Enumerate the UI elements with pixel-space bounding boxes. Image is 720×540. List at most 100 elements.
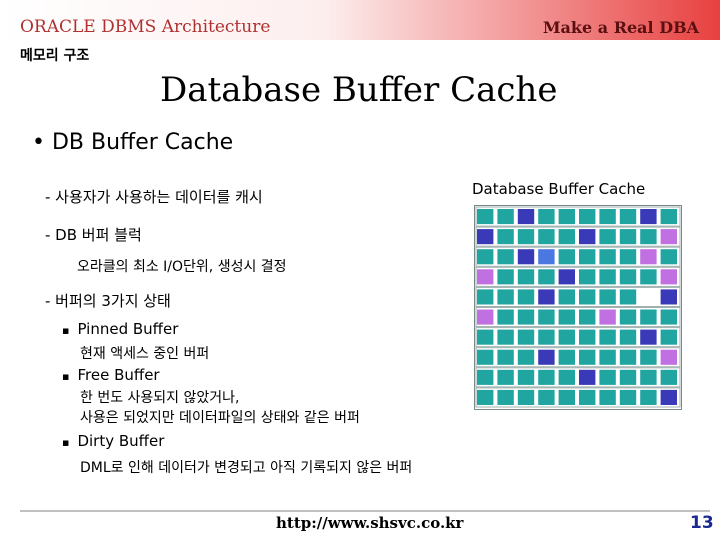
buffer-block-free bbox=[538, 209, 555, 225]
buffer-block-free bbox=[640, 269, 657, 285]
buffer-block-free bbox=[640, 229, 657, 245]
buffer-block-free bbox=[558, 229, 575, 245]
buffer-block-free bbox=[477, 289, 494, 305]
buffer-block-free bbox=[497, 369, 514, 385]
pinned-buffer-desc: 현재 액세스 중인 버퍼 bbox=[80, 346, 210, 362]
buffer-block-free bbox=[558, 249, 575, 265]
buffer-block-dirty bbox=[477, 229, 494, 245]
buffer-block-free bbox=[619, 389, 637, 405]
buffer-block-free bbox=[477, 329, 494, 345]
item-block-desc: 오라클의 최소 I/O단위, 생성시 결정 bbox=[77, 259, 287, 275]
buffer-block-dirty bbox=[558, 269, 575, 285]
buffer-block-free bbox=[619, 229, 637, 245]
dirty-buffer-desc: DML로 인해 데이터가 변경되고 아직 기록되지 않은 버퍼 bbox=[80, 460, 413, 476]
buffer-row-frame bbox=[475, 367, 681, 388]
buffer-block-free bbox=[579, 289, 596, 305]
header-left-title: ORACLE DBMS Architecture bbox=[20, 17, 271, 37]
buffer-row-frame bbox=[475, 226, 681, 247]
buffer-block-free bbox=[599, 349, 616, 365]
buffer-block-dirty bbox=[579, 369, 596, 385]
buffer-row-frame bbox=[475, 206, 681, 227]
main-bullet: • DB Buffer Cache bbox=[32, 130, 234, 155]
buffer-block-free bbox=[619, 209, 637, 225]
footer-url[interactable]: http://www.shsvc.co.kr bbox=[276, 514, 464, 532]
buffer-block-free bbox=[640, 389, 657, 405]
buffer-block-free bbox=[599, 369, 616, 385]
free-buffer-item: ▪Free Buffer bbox=[62, 366, 160, 384]
buffer-block-pinned bbox=[477, 269, 494, 285]
buffer-block-free bbox=[558, 389, 575, 405]
buffer-block-free bbox=[558, 329, 575, 345]
buffer-block-free bbox=[538, 369, 555, 385]
buffer-block-free bbox=[619, 309, 637, 325]
buffer-block-free bbox=[477, 349, 494, 365]
buffer-block-free bbox=[579, 249, 596, 265]
buffer-block-dirty bbox=[579, 229, 596, 245]
dirty-buffer-item: ▪ Dirty Buffer bbox=[62, 432, 164, 450]
buffer-block-dirty bbox=[538, 349, 555, 365]
buffer-block-free bbox=[660, 329, 677, 345]
buffer-block-light-blue bbox=[538, 249, 555, 265]
buffer-cache-grid bbox=[475, 206, 681, 408]
buffer-block-free bbox=[660, 209, 677, 225]
buffer-block-free bbox=[660, 249, 677, 265]
buffer-block-free bbox=[599, 209, 616, 225]
buffer-block-pinned bbox=[640, 249, 657, 265]
buffer-row-frame bbox=[475, 286, 681, 308]
buffer-block-free bbox=[558, 369, 575, 385]
bullet-square-icon: ▪ bbox=[62, 370, 70, 383]
buffer-block-free bbox=[599, 269, 616, 285]
bullet-square-icon: ▪ bbox=[62, 436, 70, 449]
buffer-block-free bbox=[517, 229, 535, 245]
buffer-block-free bbox=[599, 229, 616, 245]
buffer-block-free bbox=[538, 229, 555, 245]
buffer-block-free bbox=[497, 229, 514, 245]
footer-divider bbox=[20, 510, 710, 512]
buffer-block-pinned bbox=[599, 309, 616, 325]
buffer-block-pinned bbox=[660, 349, 677, 365]
buffer-row-frame bbox=[475, 347, 681, 368]
buffer-block-free bbox=[579, 209, 596, 225]
buffer-row-frame bbox=[475, 307, 681, 328]
buffer-block-free bbox=[477, 389, 494, 405]
item-block: - DB 버퍼 블럭 bbox=[45, 226, 142, 244]
buffer-block-free bbox=[619, 269, 637, 285]
bullet-square-icon: ▪ bbox=[62, 324, 70, 337]
buffer-cache-diagram-label: Database Buffer Cache bbox=[472, 180, 646, 198]
item-cache-desc: - 사용자가 사용하는 데이터를 캐시 bbox=[45, 188, 263, 206]
buffer-block-empty bbox=[640, 289, 657, 305]
buffer-block-free bbox=[517, 389, 535, 405]
buffer-block-free bbox=[558, 349, 575, 365]
buffer-block-free bbox=[619, 349, 637, 365]
slide-title: Database Buffer Cache bbox=[160, 70, 558, 110]
buffer-block-free bbox=[517, 349, 535, 365]
buffer-block-dirty bbox=[660, 389, 677, 405]
buffer-block-free bbox=[640, 349, 657, 365]
pinned-buffer-item: ▪ Pinned Buffer bbox=[62, 320, 178, 338]
buffer-block-free bbox=[477, 249, 494, 265]
buffer-row-frame bbox=[475, 266, 681, 287]
buffer-block-free bbox=[619, 369, 637, 385]
buffer-block-free bbox=[497, 349, 514, 365]
buffer-block-free bbox=[517, 369, 535, 385]
buffer-block-free bbox=[538, 309, 555, 325]
free-buffer-desc-1: 한 번도 사용되지 않았거나, bbox=[80, 390, 240, 406]
buffer-block-free bbox=[517, 329, 535, 345]
buffer-block-free bbox=[558, 309, 575, 325]
buffer-block-free bbox=[497, 249, 514, 265]
buffer-block-free bbox=[497, 389, 514, 405]
free-buffer-desc-2: 사용은 되었지만 데이터파일의 상태와 같은 버퍼 bbox=[80, 410, 360, 426]
buffer-block-free bbox=[477, 369, 494, 385]
buffer-block-pinned bbox=[477, 309, 494, 325]
buffer-block-free bbox=[660, 309, 677, 325]
buffer-block-free bbox=[640, 369, 657, 385]
dirty-buffer-label: Dirty Buffer bbox=[77, 432, 165, 450]
buffer-block-free bbox=[599, 389, 616, 405]
buffer-block-free bbox=[619, 249, 637, 265]
header-bar bbox=[0, 0, 720, 40]
buffer-block-free bbox=[599, 249, 616, 265]
buffer-block-free bbox=[558, 289, 575, 305]
pinned-buffer-label: Pinned Buffer bbox=[77, 320, 179, 338]
buffer-block-pinned bbox=[660, 269, 677, 285]
buffer-block-free bbox=[477, 209, 494, 225]
